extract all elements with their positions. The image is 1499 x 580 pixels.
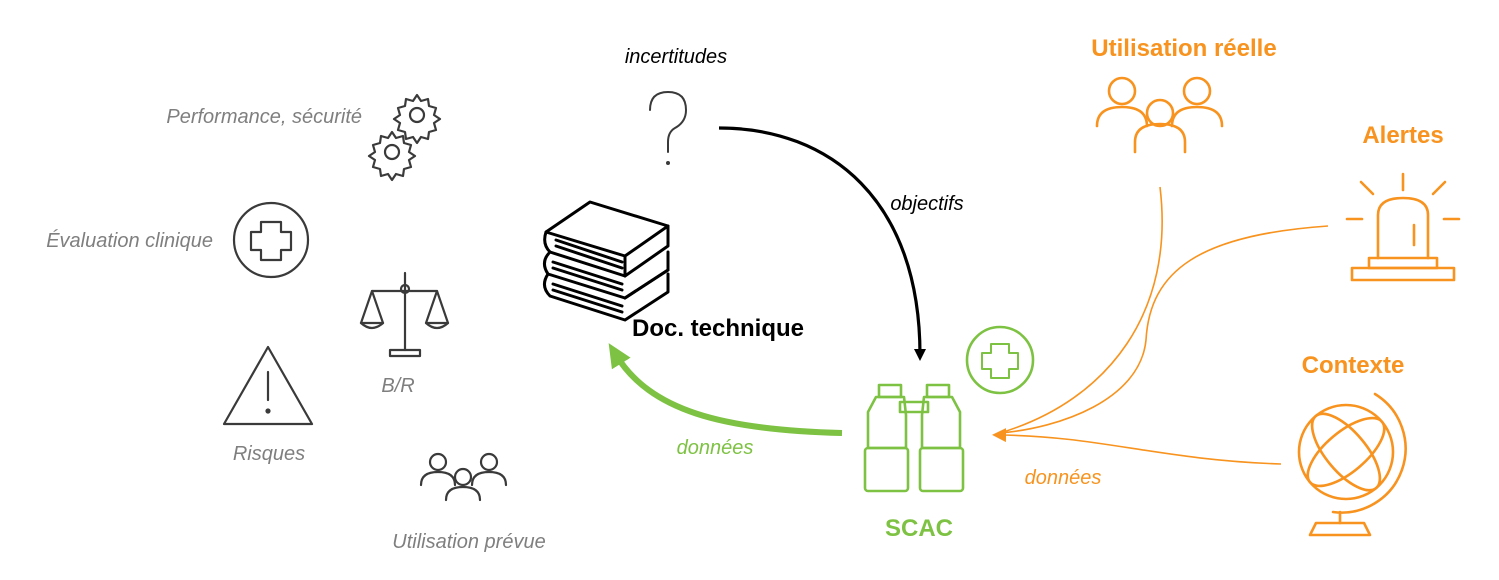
donnees-green-arrow: [608, 343, 843, 436]
alertes-flow-line: [999, 225, 1329, 434]
donnees-orange-label: données: [1025, 467, 1102, 489]
gears-icon: [367, 93, 442, 182]
books-icon: [543, 200, 670, 322]
performance-label: Performance, sécurité: [166, 106, 362, 128]
incertitudes-label: incertitudes: [625, 46, 727, 68]
scales-icon: [359, 271, 450, 358]
contexte-flow-line: [992, 428, 1282, 465]
doc-technique-label: Doc. technique: [632, 315, 804, 342]
br-label: B/R: [381, 375, 414, 397]
medical-cross-icon-green: [965, 325, 1035, 395]
donnees-green-label: données: [677, 437, 754, 459]
binoculars-icon: [863, 383, 965, 493]
evaluation-label: Évaluation clinique: [46, 229, 213, 252]
siren-icon: [1345, 172, 1461, 282]
globe-icon: [1297, 392, 1407, 537]
utilisation-prevue-label: Utilisation prévue: [392, 531, 545, 553]
warning-icon: [222, 345, 314, 426]
utilisation-reelle-flow-line: [999, 186, 1163, 434]
contexte-label: Contexte: [1302, 352, 1405, 379]
scac-label: SCAC: [885, 515, 953, 542]
utilisation-reelle-label: Utilisation réelle: [1091, 35, 1276, 62]
people-icon-orange: [1095, 76, 1224, 154]
people-icon-grey: [419, 452, 508, 502]
objectifs-arrow: [718, 126, 926, 361]
question-icon: [649, 90, 688, 165]
objectifs-label: objectifs: [890, 193, 963, 215]
medical-cross-icon: [232, 201, 310, 279]
alertes-label: Alertes: [1362, 122, 1443, 149]
risques-label: Risques: [233, 443, 305, 465]
